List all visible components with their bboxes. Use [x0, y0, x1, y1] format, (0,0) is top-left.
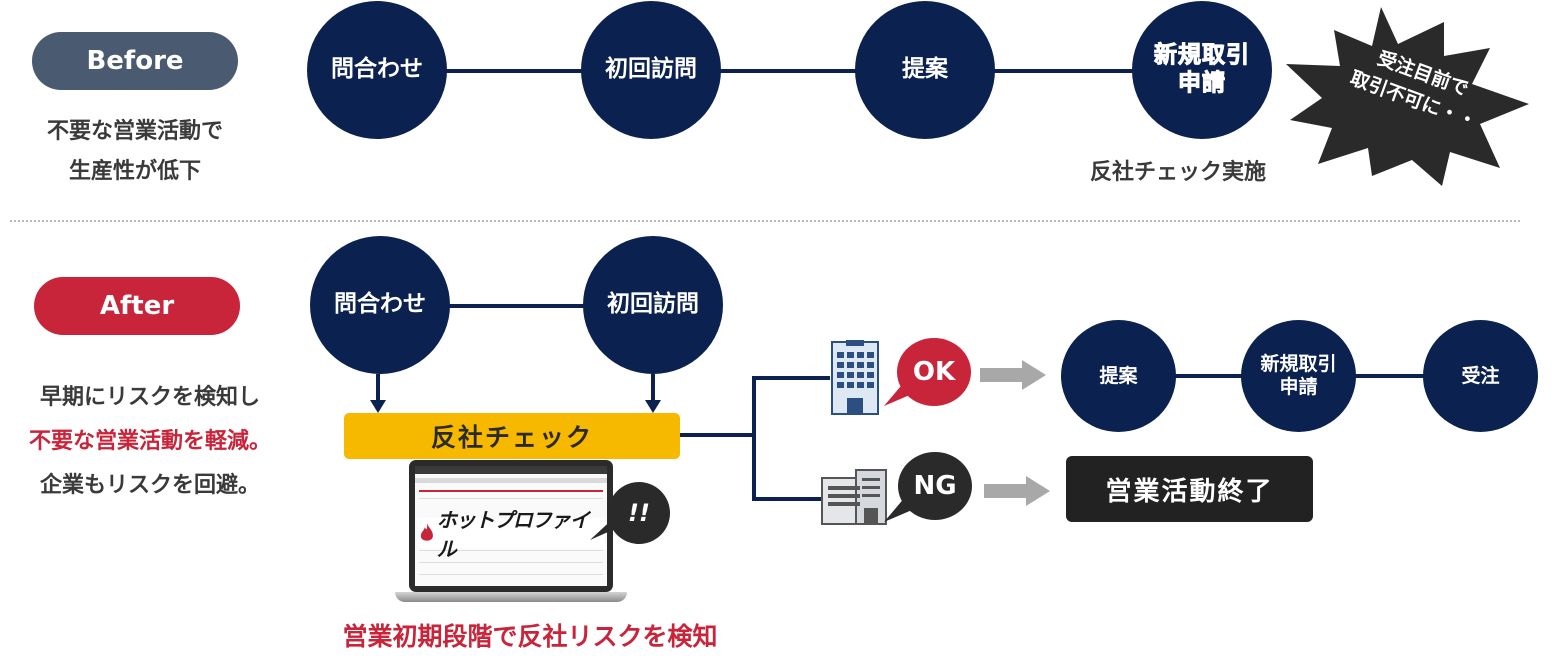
app-row-line — [419, 498, 603, 499]
after-description-line3: 企業もリスクを回避。 — [39, 473, 260, 498]
before-badge: Before — [32, 32, 238, 90]
before-step-proposal: 提案 — [855, 1, 995, 139]
before-step-new-deal-application: 新規取引 申請 — [1132, 1, 1272, 139]
ok-step-proposal: 提案 — [1061, 320, 1176, 432]
product-name: ホットプロファイル — [436, 508, 590, 561]
branch-line — [752, 376, 830, 380]
app-row-line — [419, 574, 603, 575]
alert-bubble: !! — [608, 482, 670, 544]
laptop-base — [395, 592, 627, 602]
before-description: 不要な営業活動で 生産性が低下 — [46, 119, 223, 184]
after-badge-label: After — [99, 291, 175, 321]
after-step-first-visit: 初回訪問 — [583, 236, 723, 374]
product-logo: ホットプロファイル — [417, 508, 605, 561]
app-toolbar — [415, 478, 607, 483]
app-accent-line — [419, 490, 603, 492]
before-step-first-visit: 初回訪問 — [581, 1, 721, 139]
flame-icon — [420, 523, 433, 541]
after-description-line2: 不要な営業活動を軽減。 — [28, 429, 271, 454]
app-topbar — [415, 466, 607, 474]
down-arrow-icon — [645, 374, 661, 413]
section-divider — [10, 220, 1520, 222]
office-building-gray-icon — [821, 469, 887, 525]
ok-step-new-deal-application: 新規取引 申請 — [1241, 320, 1356, 432]
ok-step-order-received: 受注 — [1423, 320, 1538, 432]
after-badge: After — [34, 277, 240, 335]
laptop-screenshot: ホットプロファイル — [395, 460, 627, 606]
ok-bubble: OK — [897, 338, 971, 406]
app-row-line — [419, 562, 603, 563]
after-description-line1: 早期にリスクを検知し — [39, 385, 260, 410]
starburst-warning-icon — [1286, 7, 1529, 186]
anti-social-check-bar: 反社チェック — [344, 413, 680, 459]
laptop-screen: ホットプロファイル — [409, 460, 613, 592]
after-caption: 営業初期段階で反社リスクを検知 — [342, 622, 718, 651]
ng-result-label: 営業活動終了 — [1105, 476, 1274, 507]
branch-line — [752, 497, 822, 501]
branch-line — [752, 376, 756, 500]
after-flow-line — [376, 304, 652, 308]
after-step-inquiry: 問合わせ — [310, 236, 450, 374]
before-flow-line — [376, 69, 1206, 73]
down-arrow-icon — [370, 374, 386, 413]
branch-line — [680, 433, 756, 437]
before-badge-label: Before — [86, 46, 184, 76]
before-step-inquiry: 問合わせ — [307, 1, 447, 139]
app-row-line — [419, 550, 603, 551]
ng-result-box: 営業活動終了 — [1066, 456, 1313, 522]
ng-bubble: NG — [898, 452, 972, 520]
after-description: 早期にリスクを検知し 不要な営業活動を軽減。 企業もリスクを回避。 — [0, 376, 300, 508]
right-arrow-icon — [984, 476, 1050, 506]
office-building-icon — [831, 340, 879, 415]
before-check-label: 反社チェック実施 — [1090, 160, 1267, 185]
check-bar-label: 反社チェック — [430, 423, 593, 452]
laptop-display: ホットプロファイル — [415, 466, 607, 586]
right-arrow-icon — [980, 360, 1046, 390]
